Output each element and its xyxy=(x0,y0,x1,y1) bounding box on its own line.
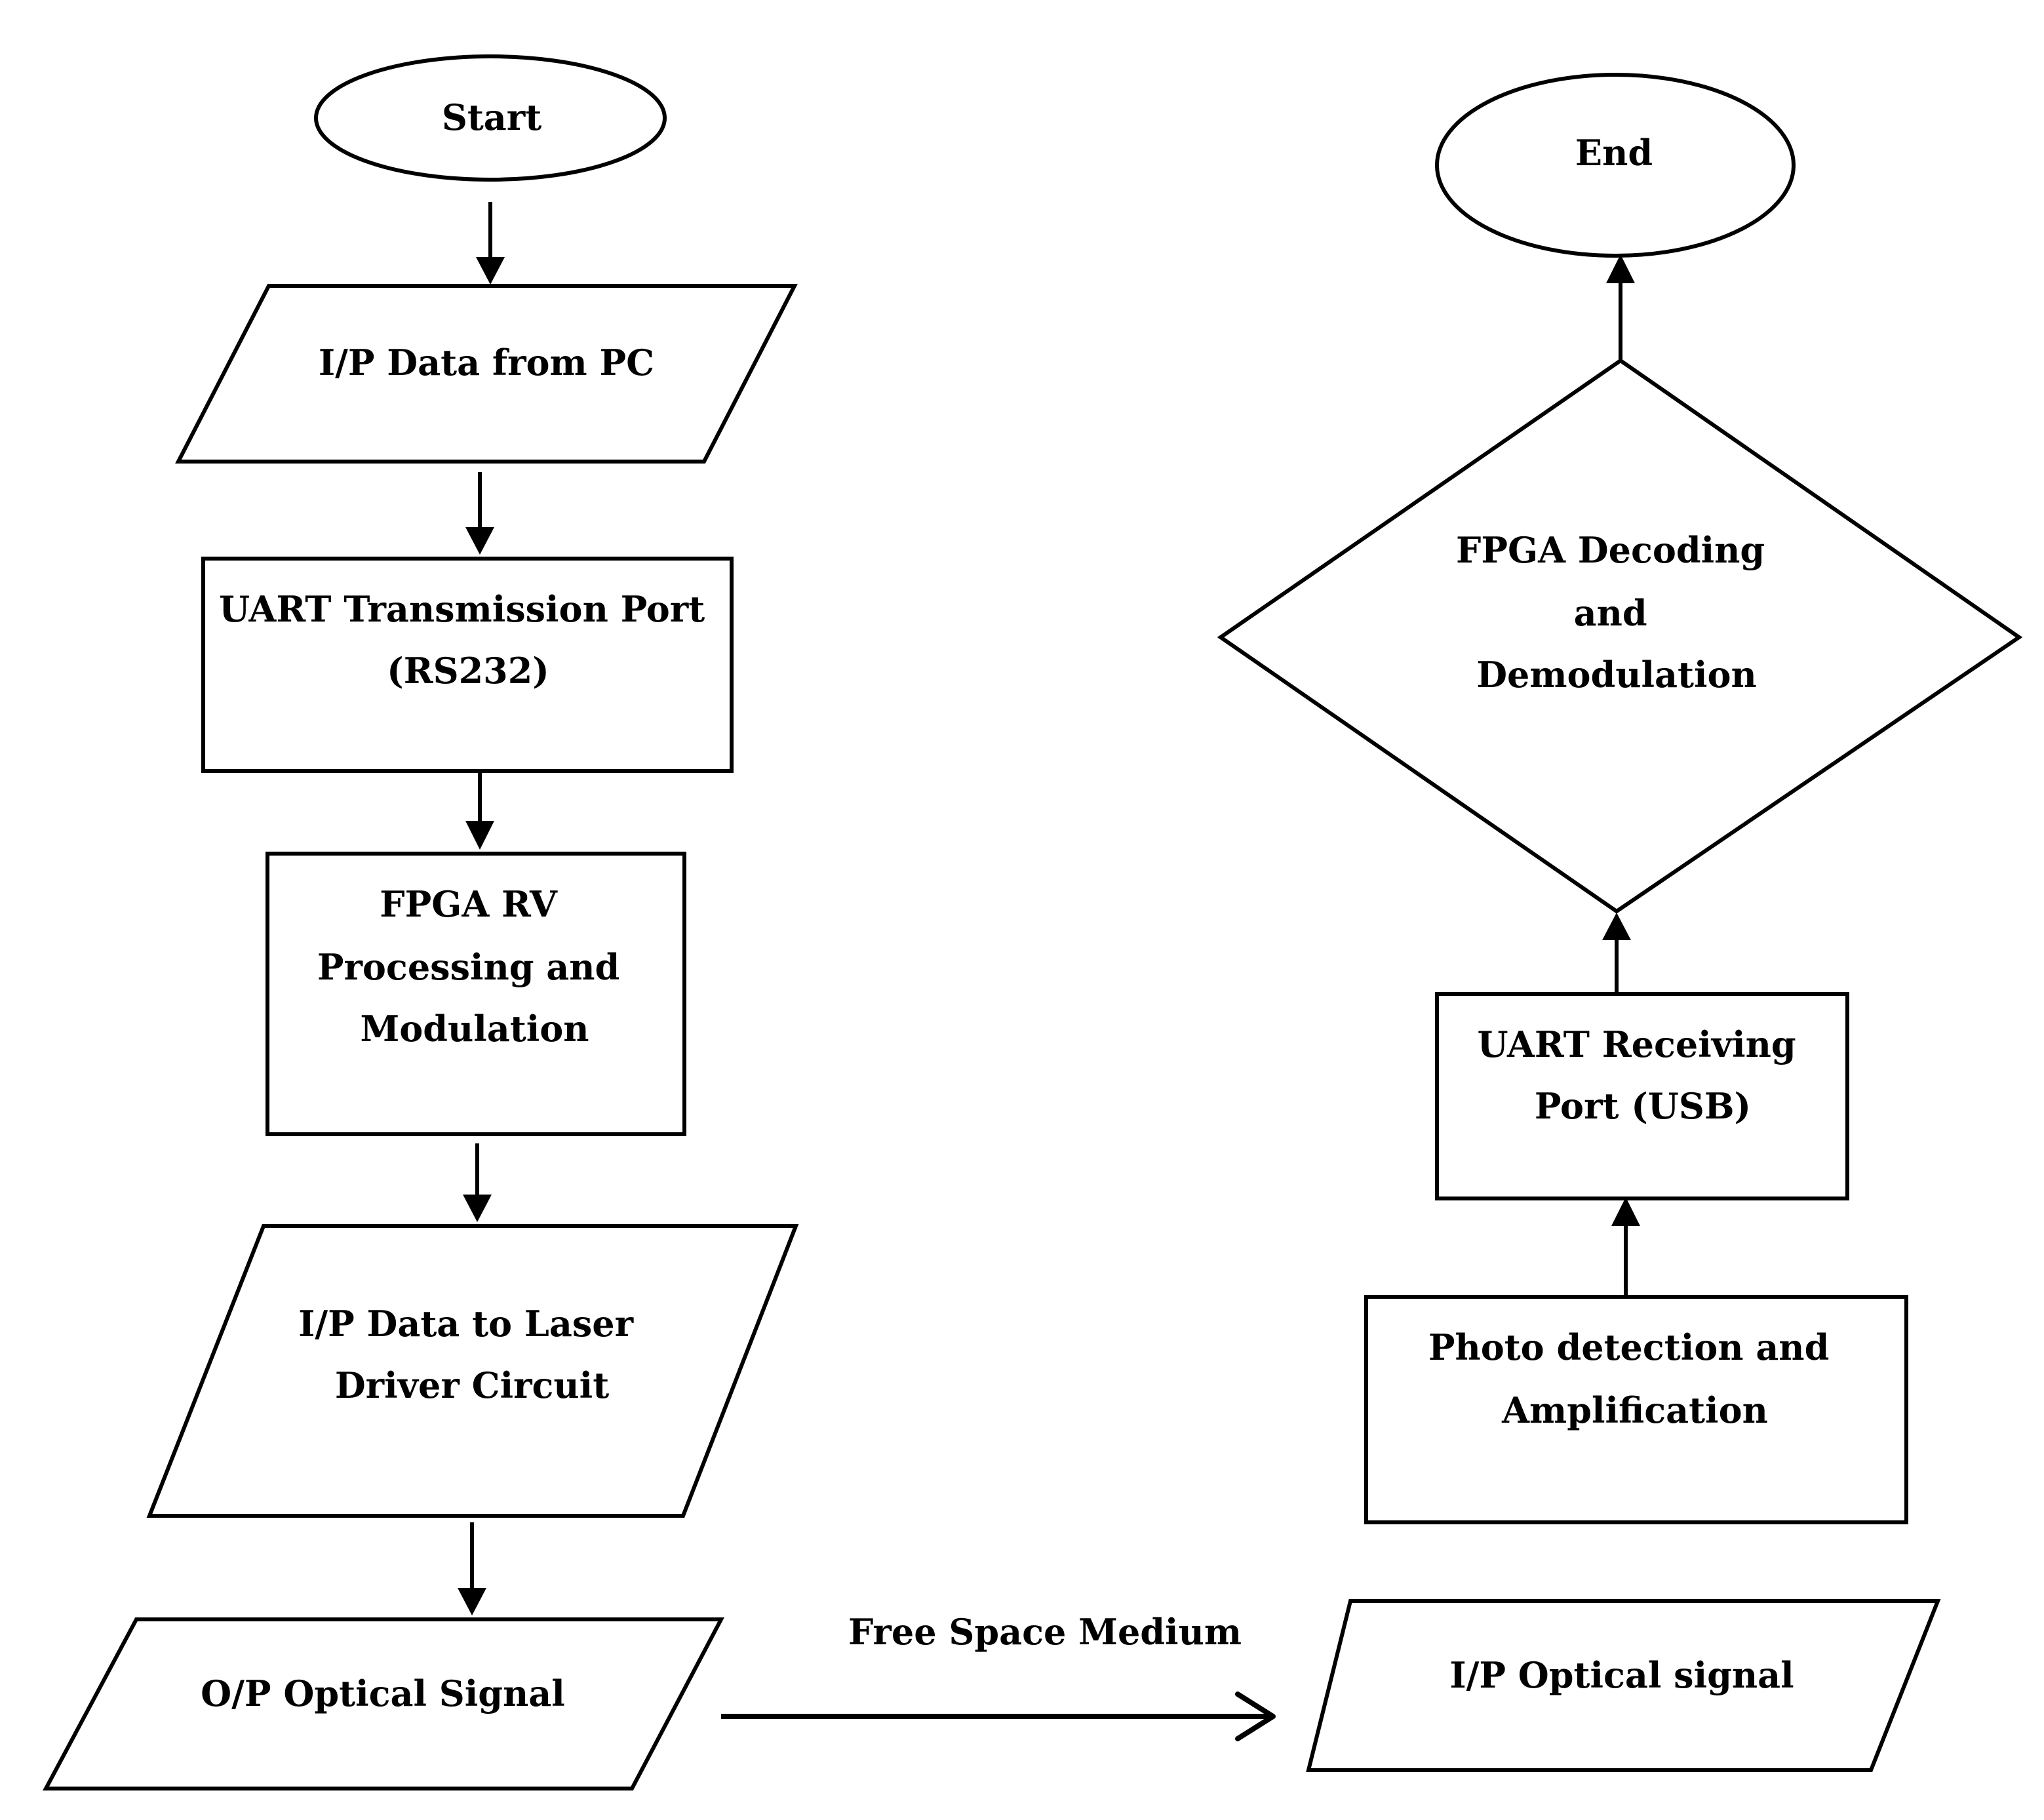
node-photo-detection xyxy=(1364,1295,1908,1524)
label-line: and xyxy=(1574,592,1647,634)
node-uart-receiving-port xyxy=(1435,992,1849,1200)
node-start xyxy=(314,54,667,182)
label-line: UART Transmission Port xyxy=(219,588,705,630)
label-line: Start xyxy=(442,96,541,138)
label-line: Driver Circuit xyxy=(335,1364,609,1406)
node-ip-data-from-pc xyxy=(175,284,798,464)
label-line: FPGA RV xyxy=(380,883,558,925)
edge-photo-det-to-uart-rx xyxy=(1611,1197,1640,1297)
label-uart-receiving-port: UART Receiving Port (USB) xyxy=(1478,1023,1809,1127)
label-line: O/P Optical Signal xyxy=(201,1672,565,1714)
label-line: I/P Data to Laser xyxy=(298,1303,633,1345)
node-uart-transmission-port xyxy=(201,557,734,773)
label-start: Start xyxy=(442,96,541,138)
label-ip-optical-signal: I/P Optical signal xyxy=(1449,1654,1794,1696)
label-fpga-decoding: FPGA Decoding and Demodulation xyxy=(1456,529,1777,696)
edge-uart-tx-to-fpga-rv xyxy=(465,771,494,850)
label-line: FPGA Decoding xyxy=(1456,529,1765,571)
edge-fpga-decode-to-end xyxy=(1606,254,1635,361)
label-free-space-medium: Free Space Medium xyxy=(848,1611,1242,1653)
node-op-optical-signal xyxy=(42,1617,724,1790)
label-line: Photo detection and xyxy=(1428,1326,1829,1368)
edge-fpga-rv-to-ip-laser xyxy=(463,1143,492,1222)
node-end xyxy=(1435,73,1796,258)
label-op-optical-signal: O/P Optical Signal xyxy=(201,1672,565,1714)
label-photo-detection: Photo detection and Amplification xyxy=(1428,1326,1841,1431)
label-fpga-rv: FPGA RV Processing and Modulation xyxy=(317,883,632,1050)
label-line: Free Space Medium xyxy=(848,1611,1242,1653)
label-line: UART Receiving xyxy=(1478,1023,1796,1065)
edge-start-to-ip-data xyxy=(476,202,505,285)
label-uart-transmission-port: UART Transmission Port (RS232) xyxy=(219,588,717,692)
label-line: Port (USB) xyxy=(1535,1085,1751,1127)
label-end: End xyxy=(1575,132,1653,174)
label-line: End xyxy=(1575,132,1653,174)
edge-ip-laser-to-op-optical xyxy=(458,1522,486,1615)
label-line: (RS232) xyxy=(387,650,549,692)
label-line: Demodulation xyxy=(1476,654,1757,696)
edge-ip-data-to-uart-tx xyxy=(465,472,494,555)
label-ip-data-from-pc: I/P Data from PC xyxy=(319,342,654,384)
node-ip-optical-signal xyxy=(1306,1599,1941,1772)
node-fpga-decoding xyxy=(1217,358,2023,914)
label-line: I/P Data from PC xyxy=(319,342,654,384)
label-line: I/P Optical signal xyxy=(1449,1654,1794,1696)
label-line: Processing and xyxy=(317,946,619,988)
edge-free-space-medium xyxy=(721,1691,1276,1741)
edge-uart-rx-to-fpga-decode xyxy=(1602,913,1631,994)
node-ip-data-to-laser xyxy=(146,1224,799,1518)
label-line: Amplification xyxy=(1501,1389,1768,1431)
label-line: Modulation xyxy=(360,1008,589,1050)
node-fpga-rv-processing xyxy=(265,852,686,1136)
label-ip-data-to-laser: I/P Data to Laser Driver Circuit xyxy=(298,1303,646,1406)
